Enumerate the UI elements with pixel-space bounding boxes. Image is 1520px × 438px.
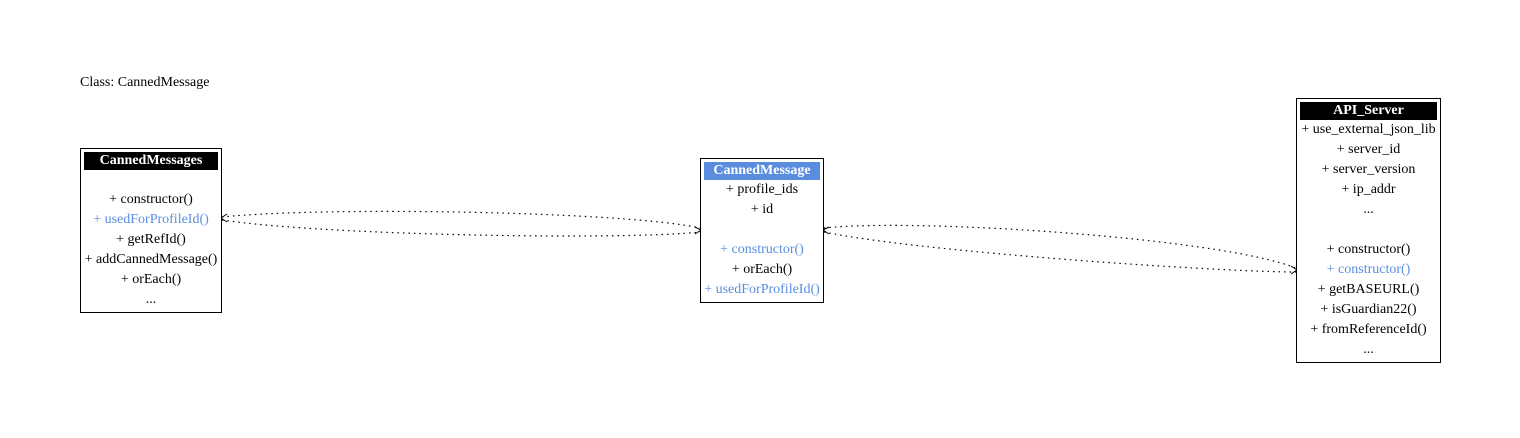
method-is-guardian22: + isGuardian22(): [1320, 302, 1417, 317]
method-used-for-profile-id: + usedForProfileId(): [93, 212, 209, 227]
method-constructor: + constructor(): [1326, 242, 1411, 257]
section-separator: [1297, 220, 1440, 240]
class-box-canned-message[interactable]: CannedMessage + profile_ids + id + const…: [700, 158, 824, 303]
attribute-server-version: + server_version: [1321, 162, 1416, 177]
methods-ellipsis: ...: [1363, 342, 1374, 357]
class-name-api-server: API_Server: [1300, 102, 1437, 120]
edge-cannedmessage-to-apiserver-b: [823, 231, 1297, 273]
attributes-ellipsis: ...: [1363, 202, 1374, 217]
method-get-base-url: + getBASEURL(): [1317, 282, 1420, 297]
attribute-profile-ids: + profile_ids: [725, 182, 799, 197]
method-used-for-profile-id: + usedForProfileId(): [704, 282, 820, 297]
method-constructor: + constructor(): [109, 192, 193, 207]
class-box-api-server[interactable]: API_Server + use_external_json_lib + ser…: [1296, 98, 1441, 363]
method-from-reference-id: + fromReferenceId(): [1310, 322, 1427, 337]
method-add-canned-message: + addCannedMessage(): [84, 252, 218, 267]
class-box-canned-messages[interactable]: CannedMessages + constructor() + usedFor…: [80, 148, 222, 313]
attribute-server-id: + server_id: [1336, 142, 1401, 157]
attribute-ip-addr: + ip_addr: [1341, 182, 1396, 197]
diagram-title: Class: CannedMessage: [80, 75, 210, 90]
method-or-each: + orEach(): [731, 262, 793, 277]
class-name-canned-message: CannedMessage: [704, 162, 820, 180]
edge-cannedmessage-to-apiserver-a: [823, 224, 1297, 269]
method-constructor-highlighted: + constructor(): [1326, 262, 1411, 277]
method-or-each: + orEach(): [120, 272, 182, 287]
method-get-ref-id: + getRefId(): [116, 232, 186, 247]
attribute-use-external-json-lib: + use_external_json_lib: [1301, 122, 1436, 137]
edge-cannedmessages-to-cannedmessage-b: [221, 219, 701, 237]
method-constructor: + constructor(): [720, 242, 804, 257]
section-separator: [701, 220, 823, 240]
class-name-canned-messages: CannedMessages: [84, 152, 218, 170]
attribute-id: + id: [750, 202, 774, 217]
methods-ellipsis: ...: [145, 292, 157, 307]
edge-cannedmessages-to-cannedmessage-a: [221, 210, 701, 229]
attributes-section-empty: [81, 170, 221, 190]
